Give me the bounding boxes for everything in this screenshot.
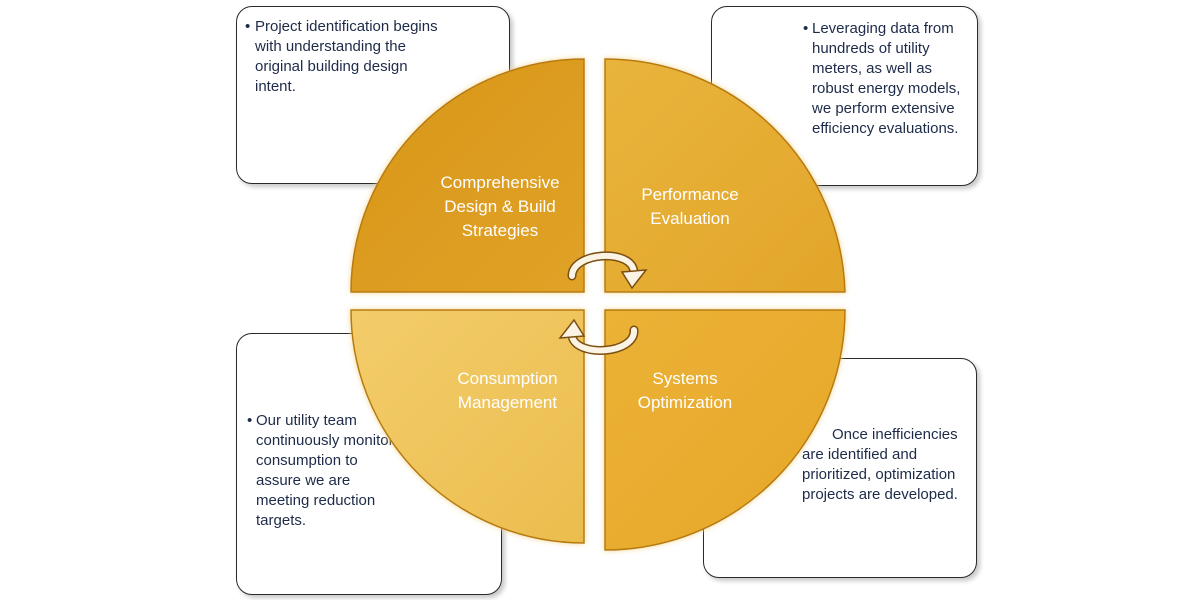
quadrant-design-build [350, 58, 585, 293]
quadrant-label-design-build: Comprehensive Design & Build Strategies [410, 171, 590, 243]
quadrant-consumption-management [350, 309, 585, 544]
note-bullet: • [245, 18, 251, 35]
label-line: Strategies [461, 221, 539, 240]
label-line: Performance [641, 185, 739, 204]
label-line: Systems [652, 369, 718, 388]
quadrant-label-consumption-management: Consumption Management [420, 367, 595, 415]
note-bullet: • [247, 412, 253, 429]
note-performance-evaluation: • Leveraging data from hundreds of utili… [711, 6, 978, 186]
note-text: Once inefficiencies are identified and p… [802, 426, 958, 503]
label-line: Comprehensive [440, 173, 560, 192]
label-line: Evaluation [650, 209, 730, 228]
label-line: Optimization [637, 393, 733, 412]
clockwise-arc-arrow-icon [567, 251, 648, 290]
clockwise-arc-arrow-icon [558, 318, 639, 355]
quadrant-label-performance-evaluation: Performance Evaluation [620, 183, 760, 231]
note-text: Our utility team continuously monitors c… [256, 412, 402, 529]
quadrant-systems-optimization [604, 309, 846, 551]
quadrant-performance-evaluation [604, 58, 846, 293]
label-line: Design & Build [444, 197, 556, 216]
label-line: Consumption [457, 369, 558, 388]
note-bullet: • [803, 20, 809, 37]
note-text: Project identification begins with under… [255, 18, 438, 95]
label-line: Management [457, 393, 558, 412]
note-text: Leveraging data from hundreds of utility… [812, 20, 961, 137]
quadrant-label-systems-optimization: Systems Optimization [610, 367, 760, 415]
